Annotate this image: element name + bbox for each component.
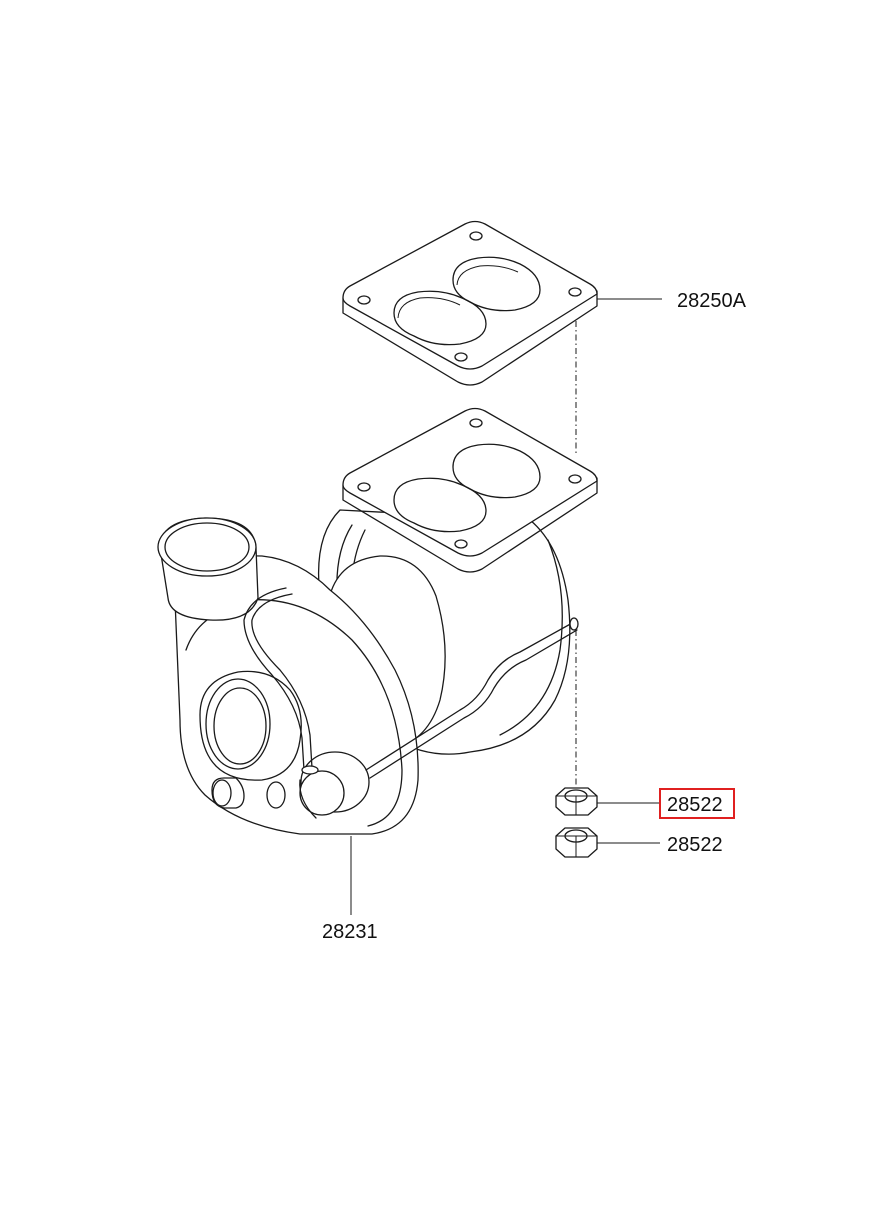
turbocharger-drawing[interactable]	[157, 407, 598, 916]
part-label-28522-lower[interactable]: 28522	[667, 834, 723, 856]
gasket-drawing[interactable]	[342, 220, 662, 456]
part-label-28522-upper[interactable]: 28522	[667, 794, 723, 816]
part-label-28250a[interactable]: 28250A	[677, 290, 747, 312]
part-label-28231[interactable]: 28231	[322, 921, 378, 943]
nut-lower-drawing[interactable]	[555, 827, 660, 858]
nut-upper-drawing[interactable]	[555, 630, 660, 816]
highlight-box-28522	[659, 788, 735, 819]
